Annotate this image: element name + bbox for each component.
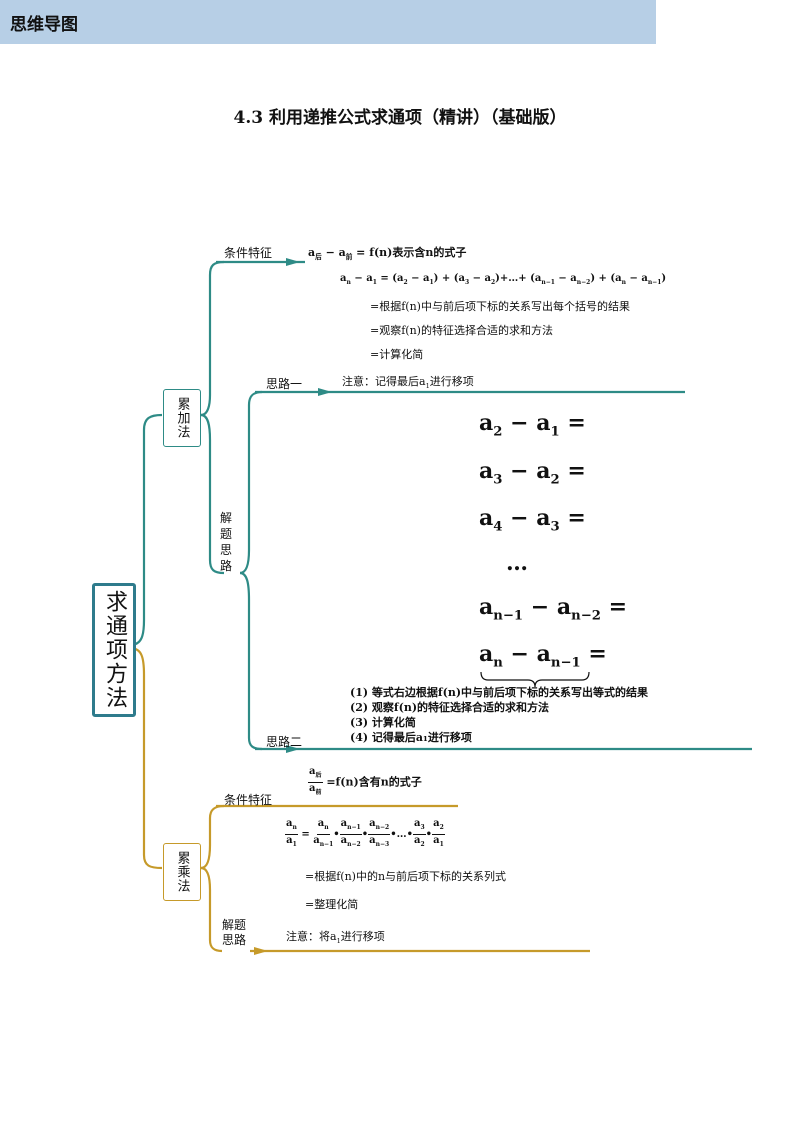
product-step-1: =根据f(n)中的n与前后项下标的关系列式 [305, 870, 507, 883]
node-cumulative-product: 累乘法 [163, 843, 201, 901]
section-title: 思维导图 [10, 15, 78, 35]
condition-label-1: 条件特征 [224, 246, 273, 260]
idea2-step-1: (1) 等式右边根据f(n)中与前后项下标的关系写出等式的结果 [350, 686, 649, 699]
eq-an1-an2: an−1 − an−2 = [479, 594, 628, 624]
idea1-step-3: =计算化简 [370, 348, 424, 361]
telescoping-formula: an − a1 = (a2 − a1) + (a3 − a2)+…+ (an−1… [340, 273, 667, 286]
document-title: 4.3 利用递推公式求通项（精讲）（基础版） [233, 108, 567, 128]
eq-a4-a3: a4 − a3 = [479, 505, 586, 535]
eq-an-an1: an − an−1 = [479, 641, 607, 671]
condition-text-1: 表示含n的式子 [392, 246, 467, 259]
eq-a2-a1: a2 − a1 = [479, 410, 586, 440]
product-step-2: =整理化简 [305, 898, 359, 911]
idea1-step-2: =观察f(n)的特征选择合适的求和方法 [370, 324, 553, 337]
idea1-label: 思路一 [266, 377, 303, 391]
idea1-step-1: =根据f(n)中与前后项下标的关系写出每个括号的结果 [370, 300, 630, 313]
condition-label-2: 条件特征 [224, 793, 273, 807]
idea2-step-2: (2) 观察f(n)的特征选择合适的求和方法 [350, 701, 550, 714]
condition-formula-1: a后 − a前 = f(n)表示含n的式子 [308, 246, 467, 262]
eq-a3-a2: a3 − a2 = [479, 458, 586, 488]
idea2-step-3: (3) 计算化简 [350, 716, 416, 729]
idea2-label: 思路二 [266, 735, 303, 749]
root-node: 求通项方法 [92, 583, 136, 717]
section-banner: 思维导图 [0, 0, 656, 44]
product-note: 注意：将a1进行移项 [286, 930, 385, 946]
approach-label-2: 解题思路 [222, 918, 247, 947]
condition-text-2: 含有n的式子 [358, 775, 422, 789]
idea2-step-4: (4) 记得最后a₁进行移项 [350, 731, 472, 744]
eq-ellipsis: … [506, 550, 528, 576]
approach-label-1: 解题思路 [220, 511, 233, 573]
node-cumulative-sum: 累加法 [163, 389, 201, 447]
idea1-note: 注意：记得最后a1进行移项 [342, 375, 474, 391]
